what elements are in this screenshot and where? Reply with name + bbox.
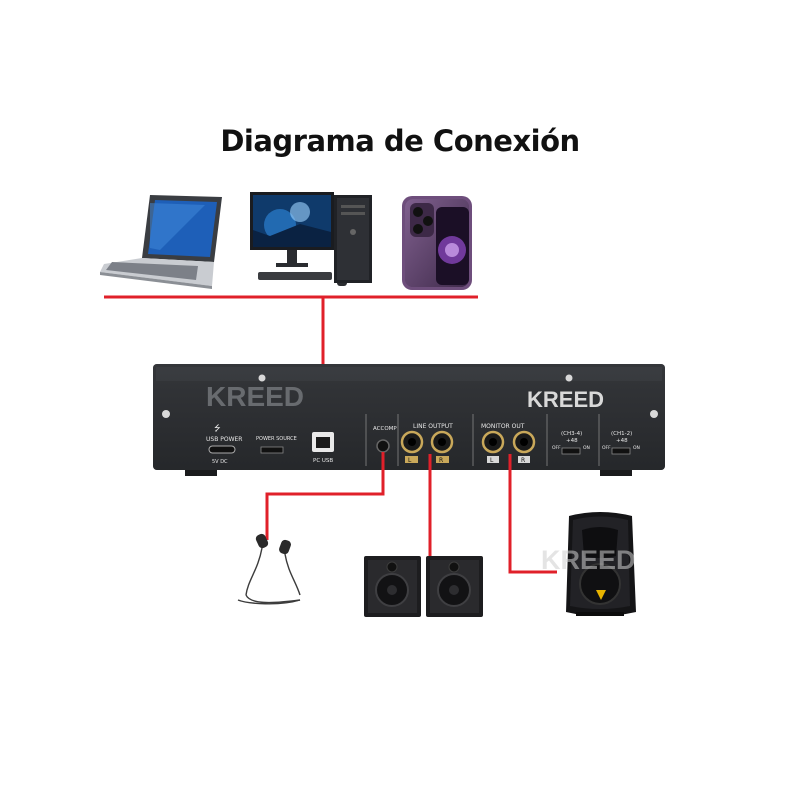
monitor-left-label: L [490,457,494,464]
screw-icon [650,410,658,418]
speaker-watermark: KREED [541,545,636,575]
ch12-on-label: ON [633,445,640,451]
dc-label: 5V DC [212,459,228,465]
laptop-icon [100,195,222,289]
ch12-phantom-switch [611,447,631,455]
smartphone-icon [402,196,472,290]
usb-power-label: USB POWER [206,436,242,443]
ch12-label: (CH1-2) [611,431,632,437]
ch34-off-label: OFF [552,445,561,451]
line-left-label: L [408,457,412,464]
accomp-jack [376,439,390,453]
ch12-phantom-label: +48 [616,438,628,444]
line-output-label: LINE OUTPUT [413,423,453,430]
usb-icon: ⭍ [214,424,221,433]
monitor-right-label: R [521,457,525,464]
ch34-label: (CH3-4) [561,431,582,437]
accomp-label: ACCOMP [373,426,397,432]
ch34-phantom-label: +48 [566,438,578,444]
line-right-label: R [439,457,443,464]
monitor-out-label: MONITOR OUT [481,423,525,430]
screw-icon [565,374,573,382]
pc-usb-label: PC USB [313,458,333,464]
desktop-computer-icon [250,192,372,286]
screw-icon [258,374,266,382]
headphone-cable [265,452,385,540]
brand-logo-left: KREED [206,381,304,412]
ch34-on-label: ON [583,445,590,451]
monitor-out-cable [508,454,557,574]
audio-interface: KREED KREED ⭍ USB POWER 5V DC POWER SOUR… [153,364,665,476]
bookshelf-speakers-icon [364,556,483,617]
diagram-title: Diagrama de Conexión [220,124,580,158]
brand-logo-right: KREED [527,387,604,412]
usb-power-port [208,445,236,454]
pa-speaker-icon: KREED [541,512,636,616]
power-source-label: POWER SOURCE [256,436,297,442]
power-source-switch [260,446,284,454]
ch34-phantom-switch [561,447,581,455]
ch12-off-label: OFF [602,445,611,451]
screw-icon [162,410,170,418]
earphones-icon [237,533,301,605]
